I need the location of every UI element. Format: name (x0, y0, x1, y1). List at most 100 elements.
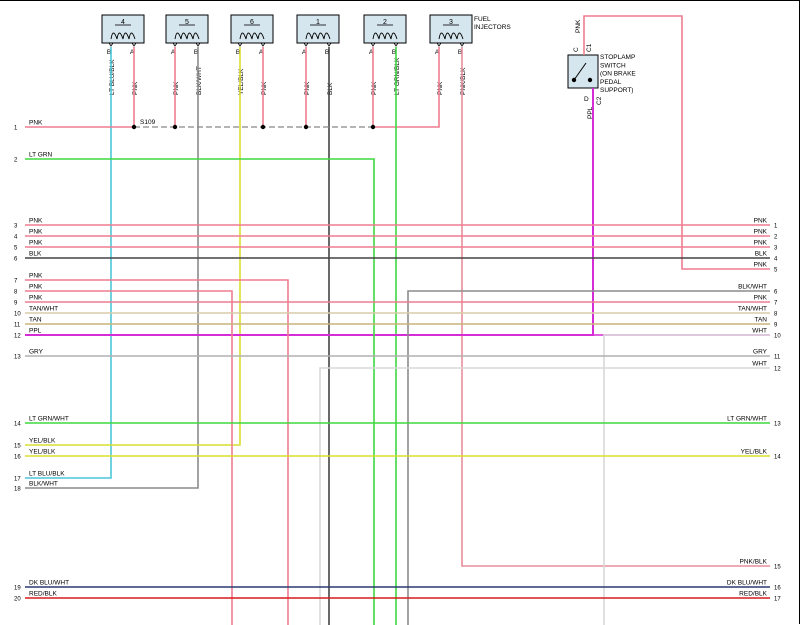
right-row-number-10: 10 (774, 334, 781, 340)
injector-pin-A-icon (172, 42, 178, 47)
stoplamp-label-line: SUPPORT) (600, 87, 633, 94)
stoplamp-switch-contact-icon (573, 62, 587, 81)
injector-3-wire-label: PNK (437, 81, 444, 95)
left-row-number-12: 12 (14, 334, 21, 340)
right-row-label-11: GRY (753, 349, 768, 356)
left-row-label-11: TAN (29, 317, 42, 324)
left-row-number-4: 4 (14, 235, 18, 241)
right-row-label-14: YEL/BLK (741, 449, 768, 456)
right-row-label-7: PNK (754, 295, 768, 302)
right-row-label-16: DK BLU/WHT (727, 580, 767, 587)
injector-1-number: 1 (316, 19, 320, 26)
left-row-label-19: DK BLU/WHT (29, 580, 69, 587)
left-row-label-13: GRY (29, 349, 44, 356)
injector-4-wire-label: PNK (132, 81, 139, 95)
injector-5-wire-label: BLK/WHT (196, 66, 203, 95)
left-row-label-15: YEL/BLK (29, 438, 56, 445)
injector-5-pin-label: B (194, 49, 198, 56)
injector-6-coil-icon (239, 32, 265, 40)
right-row-number-1: 1 (774, 224, 778, 230)
left-row-number-13: 13 (14, 355, 21, 361)
right-row-number-5: 5 (774, 268, 778, 274)
right-row-label-4: BLK (755, 251, 768, 258)
stoplamp-conn-c1: C1 (586, 43, 593, 52)
injector-2-wire-label: LT GRN/BLK (394, 57, 401, 95)
injector-3-number: 3 (449, 19, 453, 26)
left-row-label-18: BLK/WHT (29, 481, 58, 488)
left-row-label-14: LT GRN/WHT (29, 416, 69, 423)
right-row-label-8: TAN/WHT (738, 306, 767, 313)
right-row-number-8: 8 (774, 312, 778, 318)
right-row-number-4: 4 (774, 257, 778, 263)
right-row-label-3: PNK (754, 240, 768, 247)
injector-4-wire-label: LT BLU/BLK (109, 59, 116, 95)
injector-pin-B-icon (393, 42, 399, 47)
stoplamp-switch-pivot (571, 77, 577, 83)
stoplamp-label-line: SWITCH (600, 62, 626, 69)
left-row-label-12: PPL (29, 328, 42, 335)
stoplamp-pin-d: D (584, 96, 589, 103)
right-row-number-16: 16 (774, 586, 781, 592)
right-row-number-3: 3 (774, 246, 778, 252)
splice-node (260, 124, 266, 130)
injector-4-number: 4 (121, 19, 125, 26)
injector-3-pin-label: B (458, 49, 462, 56)
right-row-number-2: 2 (774, 235, 778, 241)
right-row-number-9: 9 (774, 323, 778, 329)
right-row-number-6: 6 (774, 290, 778, 296)
injector-pin-A-icon (131, 42, 137, 47)
injector-pin-A-icon (260, 42, 266, 47)
left-row-number-11: 11 (14, 323, 21, 329)
right-row-number-11: 11 (774, 355, 781, 361)
right-row-label-17: RED/BLK (739, 591, 767, 598)
right-row-label-9: TAN (754, 317, 767, 324)
right-row-label-13: LT GRN/WHT (727, 416, 767, 423)
left-row-label-20: RED/BLK (29, 591, 57, 598)
injector-6-number: 6 (250, 19, 254, 26)
injector-4-coil-icon (110, 32, 136, 40)
left-row-label-16: YEL/BLK (29, 449, 56, 456)
injector-pin-B-icon (326, 42, 332, 47)
wire-inj5-blk-wht (25, 47, 199, 489)
injector-pin-B-icon (459, 42, 465, 47)
injector-2-coil-icon (372, 32, 398, 40)
right-row-label-1: PNK (754, 218, 768, 225)
left-row-number-15: 15 (14, 444, 21, 450)
right-row-label-6: BLK/WHT (738, 284, 767, 291)
left-row-number-8: 8 (14, 290, 18, 296)
injector-2-wire-label: PNK (371, 81, 378, 95)
stoplamp-wire-bot-label: PPL (587, 106, 594, 119)
injector-3-wire-label: PNK/BLK (460, 67, 467, 95)
stoplamp-conn-c2: C2 (596, 96, 603, 105)
injector-pin-B-icon (108, 42, 114, 47)
wire-row7-pnk (25, 279, 289, 625)
injector-5-coil-icon (174, 32, 200, 40)
injector-6-pin-label: B (236, 49, 240, 56)
splice-label: S109 (140, 119, 156, 126)
injector-5-wire-label: PNK (173, 81, 180, 95)
injectors-title-line2: INJECTORS (474, 24, 511, 31)
injector-pin-B-icon (195, 42, 201, 47)
injector-6-wire-label: PNK (261, 81, 268, 95)
right-row-number-15: 15 (774, 565, 781, 571)
wire-inj3-pnk-blk (461, 47, 770, 567)
stoplamp-switch-terminal (587, 77, 593, 83)
injector-1-wire-label: BLK (327, 82, 334, 95)
wire-row2-lt-grn (25, 158, 375, 625)
right-row-number-7: 7 (774, 301, 778, 307)
left-row-label-1: PNK (29, 120, 43, 127)
left-row-number-6: 6 (14, 257, 18, 263)
left-row-number-17: 17 (14, 477, 21, 483)
right-row-label-2: PNK (754, 229, 768, 236)
injector-1-coil-icon (305, 32, 331, 40)
injector-5-number: 5 (185, 19, 189, 26)
left-row-number-9: 9 (14, 301, 18, 307)
injector-1-pin-label: A (302, 49, 307, 56)
stoplamp-pin-c: C (573, 47, 580, 52)
left-row-label-4: PNK (29, 229, 43, 236)
right-row-number-13: 13 (774, 422, 781, 428)
left-row-number-20: 20 (14, 597, 21, 603)
wire-r6-blk-wht (407, 290, 770, 625)
splice-node (131, 124, 137, 130)
